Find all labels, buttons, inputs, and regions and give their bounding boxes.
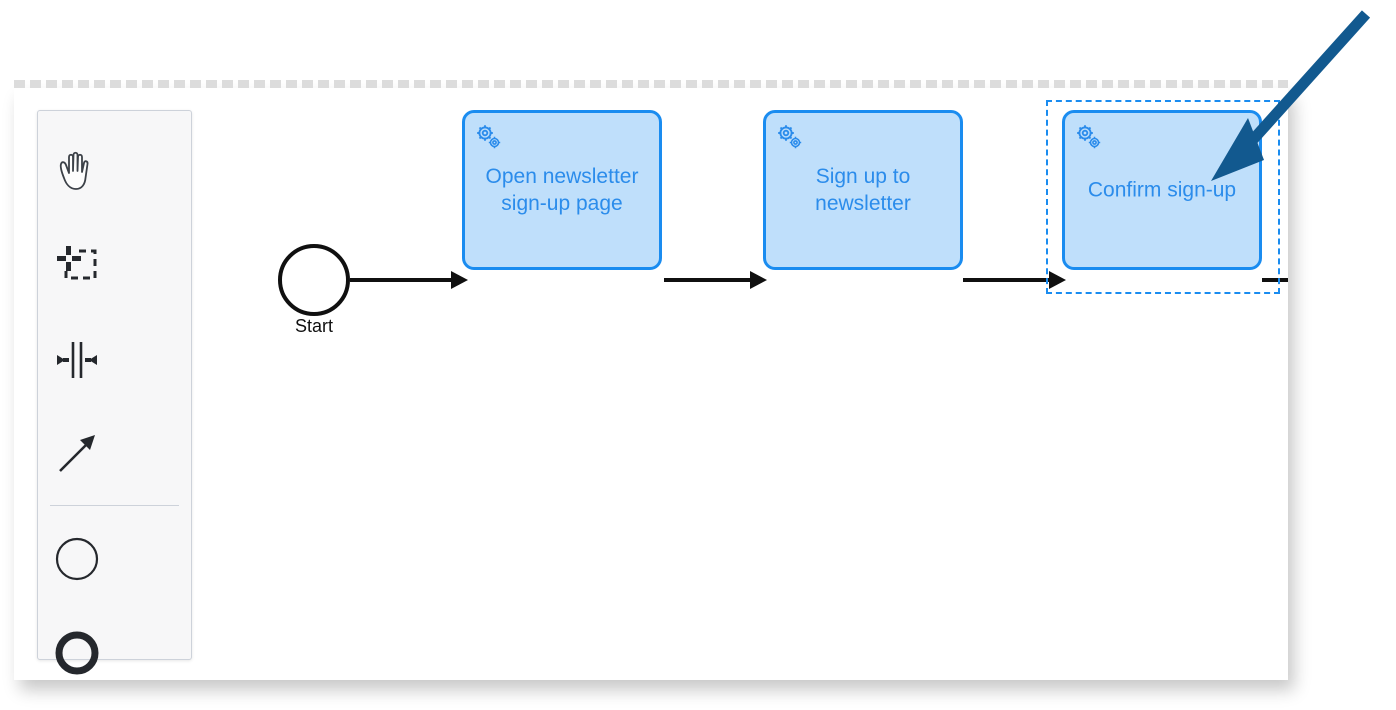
task-label: Open newsletter sign-up page — [485, 165, 639, 215]
task-open-newsletter-signup-page[interactable]: Open newsletter sign-up page — [462, 110, 662, 270]
palette-item-global-connect-tool[interactable] — [38, 407, 115, 501]
flow-line — [664, 278, 750, 282]
palette-item-space-tool[interactable] — [38, 313, 115, 407]
start-event-label: Start — [294, 316, 333, 336]
connect-arrow-icon — [49, 426, 105, 482]
palette-tools-group — [38, 125, 191, 501]
flow-line — [963, 278, 1049, 282]
task-confirm-sign-up[interactable]: Confirm sign-up — [1062, 110, 1262, 270]
palette-item-end-event[interactable] — [38, 606, 115, 680]
hand-icon — [49, 144, 105, 200]
lasso-select-icon — [49, 238, 105, 294]
start-event-node[interactable] — [278, 244, 350, 316]
circle-thin-icon — [49, 531, 105, 587]
flow-arrowhead — [451, 271, 468, 289]
flow-arrowhead — [750, 271, 767, 289]
circle-thick-icon — [49, 625, 105, 680]
palette-item-lasso-tool[interactable] — [38, 219, 115, 313]
space-tool-icon — [49, 332, 105, 388]
service-task-gears-icon — [472, 120, 508, 156]
flow-line — [350, 278, 451, 282]
service-task-gears-icon — [773, 120, 809, 156]
task-label: Confirm sign-up — [1087, 178, 1237, 202]
canvas-torn-top-edge — [14, 80, 1288, 88]
bpmn-canvas[interactable]: Start — [14, 88, 1288, 680]
task-sign-up-to-newsletter[interactable]: Sign up to newsletter — [763, 110, 963, 270]
palette-elements-group — [38, 512, 191, 680]
service-task-gears-icon — [1072, 120, 1108, 156]
task-label: Sign up to newsletter — [815, 165, 911, 215]
flow-line — [1262, 278, 1288, 282]
bpmn-element-palette[interactable] — [37, 110, 192, 675]
palette-item-hand-tool[interactable] — [38, 125, 115, 219]
palette-divider — [50, 505, 179, 506]
bpmn-modeler: Start — [14, 80, 1288, 680]
palette-item-start-event[interactable] — [38, 512, 115, 606]
flow-arrowhead — [1049, 271, 1066, 289]
